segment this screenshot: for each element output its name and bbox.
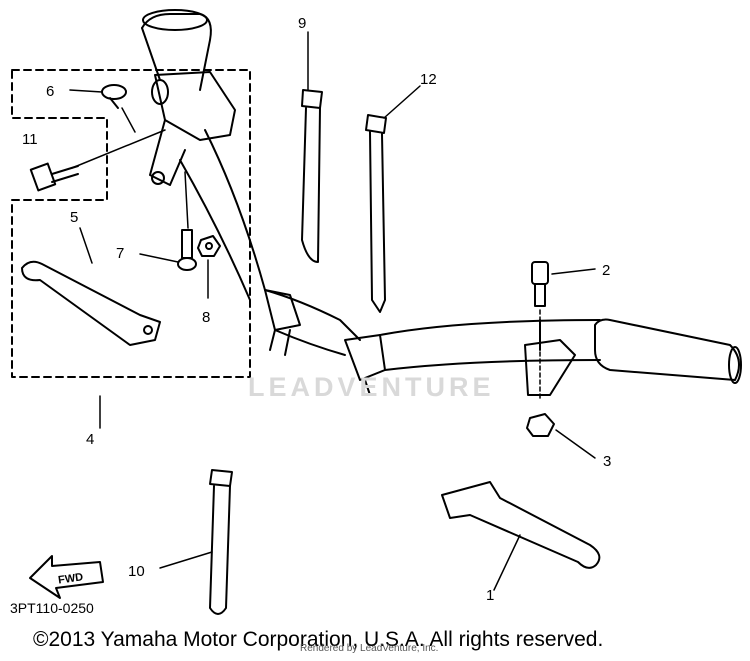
callout-5: 5 [70, 209, 78, 226]
callout-10: 10 [128, 563, 145, 580]
lever-right [441, 481, 601, 569]
callout-6: 6 [46, 83, 54, 100]
callout-2: 2 [602, 262, 610, 279]
bolt-11 [29, 162, 79, 192]
copyright-notice: ©2013 Yamaha Motor Corporation, U.S.A. A… [33, 628, 604, 651]
callout-1: 1 [486, 587, 494, 604]
callout-8: 8 [202, 309, 210, 326]
callout-11: 11 [22, 131, 38, 148]
nut-8 [197, 235, 221, 257]
callout-12: 12 [420, 71, 437, 88]
lever-holder [149, 71, 236, 186]
callout-4: 4 [86, 431, 94, 448]
callout-7: 7 [116, 245, 124, 262]
cable-tie-12 [365, 114, 387, 313]
callout-9: 9 [298, 15, 306, 32]
lever-left [21, 260, 161, 346]
callout-3: 3 [603, 453, 611, 470]
nut-3 [526, 413, 555, 437]
watermark: LEADVENTURE [248, 372, 495, 402]
part-code: 3PT110-0250 [10, 600, 94, 616]
bolt-2 [531, 261, 549, 307]
assembly-box-outline [11, 69, 251, 378]
fwd-label: FWD [57, 571, 84, 586]
rendered-by-notice: Rendered by LeadVenture, Inc. [300, 643, 439, 654]
cable-tie-10 [209, 469, 233, 615]
handlebar [141, 9, 742, 396]
cable-tie-9 [301, 89, 323, 263]
bolt-6 [101, 84, 127, 109]
screw-7 [177, 229, 197, 271]
fwd-arrow-icon [29, 555, 104, 599]
